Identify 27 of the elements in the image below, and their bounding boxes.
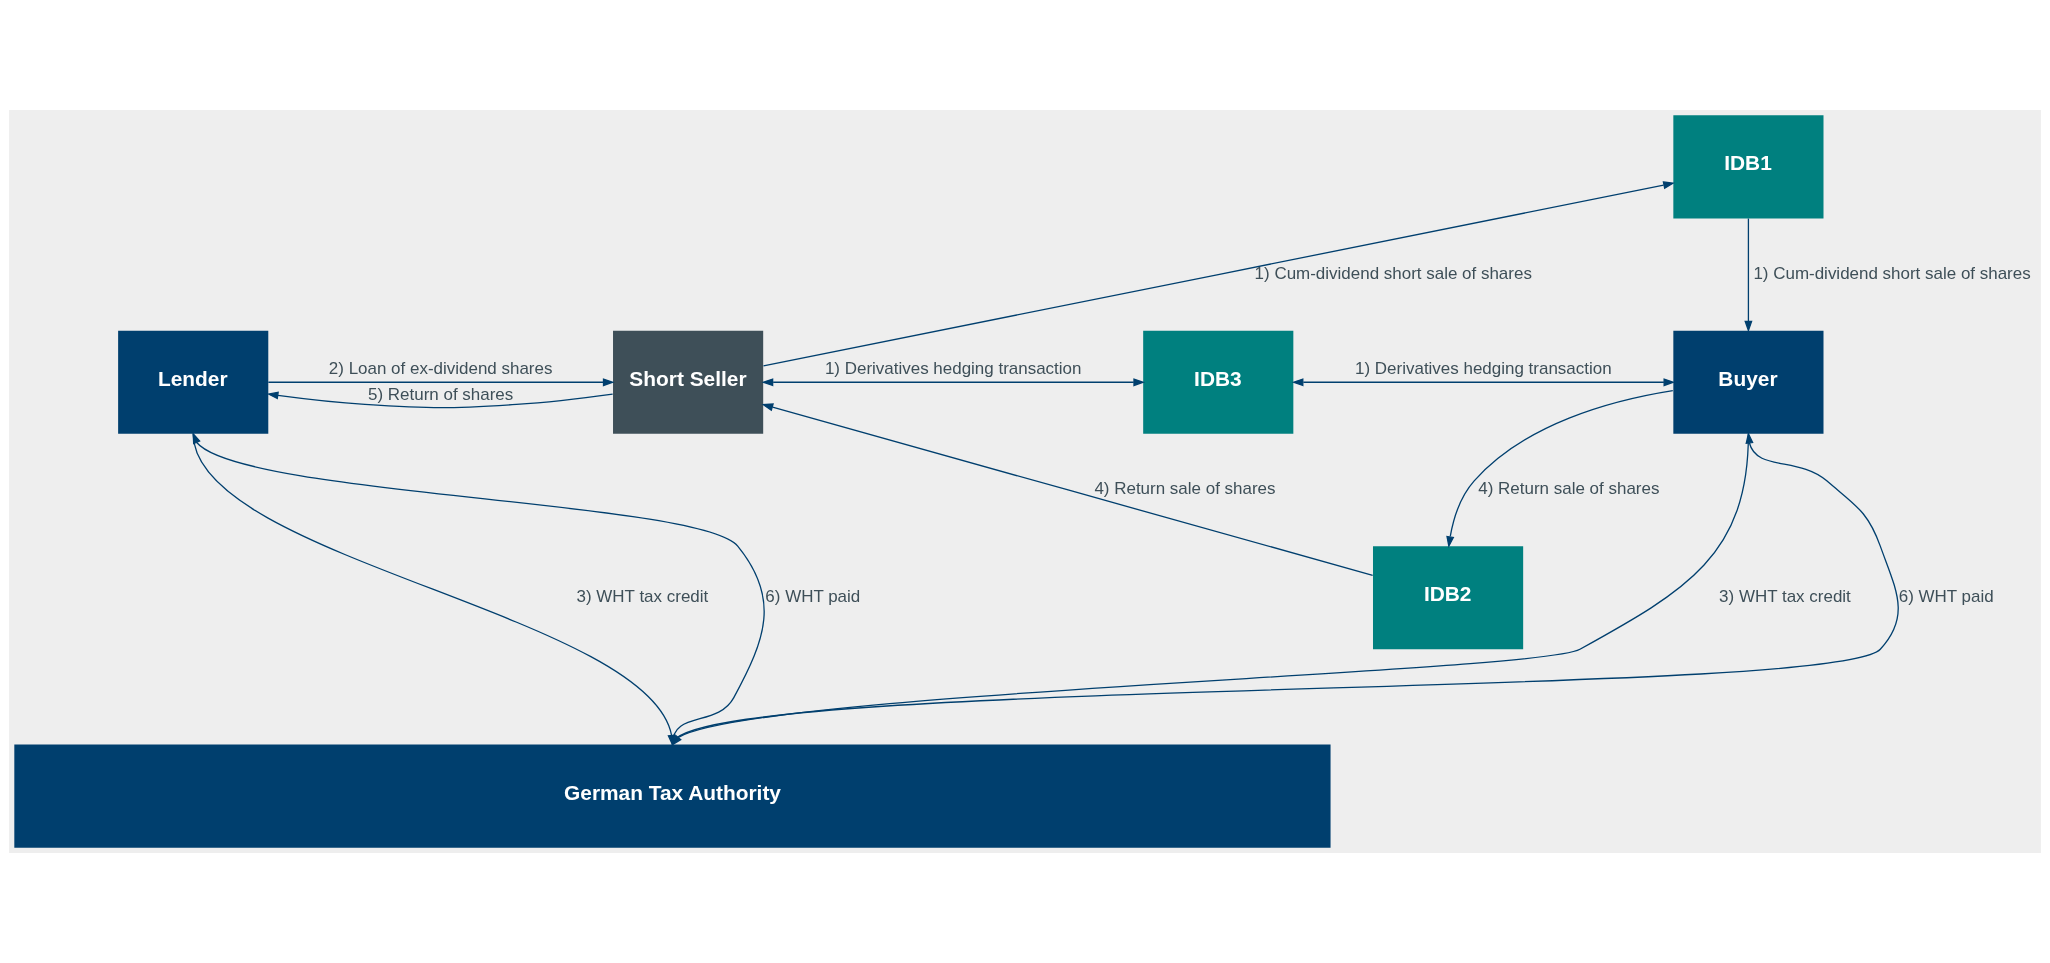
node-box: IDB3 — [1143, 330, 1294, 434]
edge-label: 3) WHT tax credit — [576, 587, 709, 607]
edge-label: 6) WHT paid — [1898, 587, 1994, 607]
edge-label: 4) Return sale of shares — [1094, 479, 1276, 499]
edge-label: 6) WHT paid — [765, 587, 861, 607]
arrow — [761, 403, 1374, 576]
node-box: Lender — [118, 330, 269, 434]
arrow — [1446, 389, 1674, 548]
edge-label: 5) Return of shares — [368, 384, 514, 404]
node-box: German Tax Authority — [14, 744, 1331, 848]
arrow — [1291, 378, 1676, 387]
arrow — [762, 181, 1675, 367]
edge-label: 3) WHT tax credit — [1719, 587, 1851, 607]
node-box: IDB1 — [1673, 115, 1824, 219]
node-box: Buyer — [1673, 330, 1824, 434]
arrow — [1744, 217, 1753, 333]
arrow — [266, 391, 614, 409]
edge-label: 4) Return sale of shares — [1478, 479, 1660, 499]
edge-label: 1) Cum-dividend short sale of shares — [1254, 263, 1532, 283]
arrow — [761, 378, 1146, 387]
arrow — [267, 378, 615, 387]
edge-label: 1) Derivatives hedging transaction — [1355, 358, 1612, 378]
edge-label: 1) Derivatives hedging transaction — [824, 358, 1082, 378]
edge-label: 2) Loan of ex-dividend shares — [328, 358, 553, 378]
node-box: IDB2 — [1373, 546, 1524, 650]
edge-label: 1) Cum-dividend short sale of shares — [1753, 263, 2031, 283]
node-box: Short Seller — [613, 330, 764, 434]
